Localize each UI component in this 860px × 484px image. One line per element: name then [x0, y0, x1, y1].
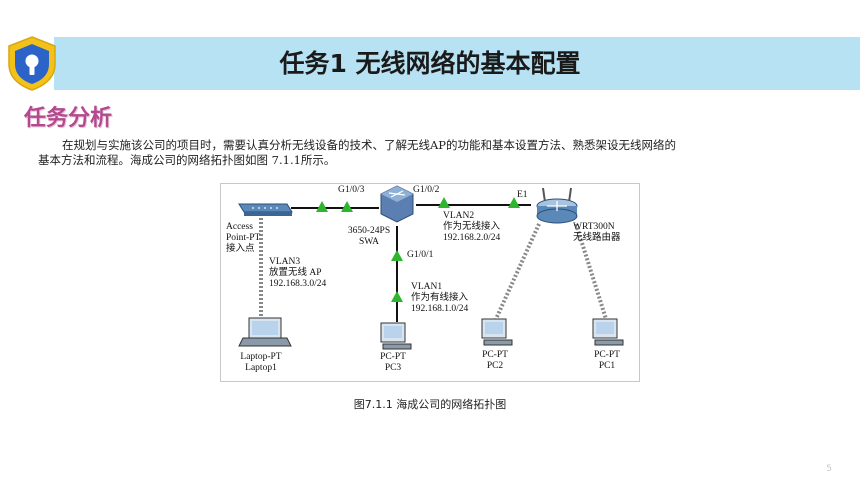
link-status-icon [438, 197, 450, 208]
pc-icon [380, 322, 412, 350]
device-label-pc3: PC-PT PC3 [380, 352, 406, 373]
figure-caption: 图7.1.1 海成公司的网络拓扑图 [353, 398, 507, 411]
topology-diagram [238, 185, 624, 350]
shield-keyhole-icon [8, 36, 56, 91]
port-label: G1/0/3 [338, 185, 365, 195]
port-label: E1 [517, 190, 528, 200]
intro-paragraph: 在规划与实施该公司的项目时，需要认真分析无线设备的技术、了解无线AP的功能和基本… [38, 138, 758, 168]
page-title: 任务1 无线网络的基本配置 [279, 49, 581, 78]
laptop-icon [238, 317, 292, 347]
paragraph-line-1: 在规划与实施该公司的项目时，需要认真分析无线设备的技术、了解无线AP的功能和基本… [62, 138, 677, 152]
access-point-icon [238, 203, 293, 216]
header-bar [54, 37, 860, 90]
device-label-pc1: PC-PT PC1 [594, 350, 620, 371]
page-number: 5 [826, 464, 832, 474]
device-label-laptop1: Laptop-PT Laptop1 [240, 352, 282, 373]
device-label-pc2: PC-PT PC2 [482, 350, 508, 371]
switch-icon [380, 185, 414, 223]
wireless-link-router-pc1 [574, 223, 608, 320]
switch-label: 3650-24PS SWA [347, 226, 391, 247]
wireless-link-router-pc2 [494, 223, 541, 320]
link-status-icon [316, 201, 328, 212]
topology-figure: G1/0/3 G1/0/2 G1/0/1 E1 Access Point-PT … [220, 183, 640, 382]
port-label: G1/0/1 [407, 250, 434, 260]
vlan1-label: VLAN1 作为有线接入 192.168.1.0/24 [411, 282, 469, 314]
router-label: WRT300N 无线路由器 [573, 222, 621, 243]
link-status-icon [508, 197, 520, 208]
link-status-icon [391, 291, 403, 302]
vlan3-label: VLAN3 放置无线 AP 192.168.3.0/24 [269, 257, 327, 289]
section-title: 任务分析 [24, 106, 113, 131]
link-status-icon [391, 250, 403, 261]
wireless-router-icon [536, 187, 578, 224]
pc-icon [592, 318, 624, 346]
link-status-icon [341, 201, 353, 212]
port-label: G1/0/2 [413, 185, 440, 195]
pc-icon [481, 318, 513, 346]
vlan2-label: VLAN2 作为无线接入 192.168.2.0/24 [443, 211, 501, 243]
access-point-label: Access Point-PT 接入点 [226, 222, 261, 254]
paragraph-line-2: 基本方法和流程。海成公司的网络拓扑图如图 7.1.1所示。 [38, 153, 336, 167]
